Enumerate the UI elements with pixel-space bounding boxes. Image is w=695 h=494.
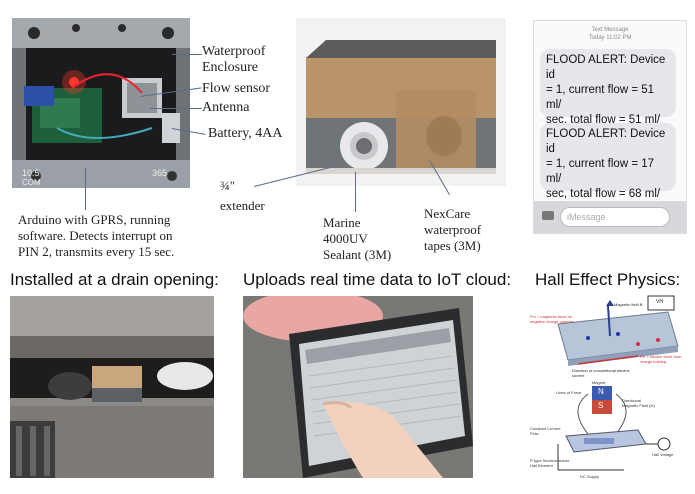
board-label-1: 10.5 <box>22 168 40 178</box>
tablet-photo <box>243 296 473 478</box>
magnet-south: S <box>598 401 604 410</box>
label-sealant: Marine 4000UV Sealant (3M) <box>323 215 391 263</box>
label-tape-line1: NexCare <box>424 206 471 221</box>
hall-label-magnet: Magnet <box>592 380 606 385</box>
hall-label-field: Directional Magnetic Field (H) <box>622 398 655 408</box>
label-waterproof: Waterproof <box>202 44 266 59</box>
phone-input-bar: iMessage <box>534 201 686 233</box>
label-antenna: Antenna <box>202 100 250 115</box>
hall-effect-diagram: N S Fm = magnetic force on negative char… <box>528 294 686 484</box>
msg1-line2: = 1, current flow = 51 ml/ <box>546 84 655 111</box>
caption-iot: Uploads real time data to IoT cloud: <box>243 270 512 289</box>
label-battery: Battery, 4AA <box>208 126 283 141</box>
board-label-3: 365 <box>152 168 168 178</box>
imessage-placeholder: iMessage <box>567 212 606 222</box>
label-sealant-line2: 4000UV <box>323 231 368 246</box>
imessage-input[interactable]: iMessage <box>560 207 670 227</box>
hall-label-ptype: P-type Semiconductor Hall Element <box>530 458 570 468</box>
hall-label-fe: FE = electric force from charge buildup. <box>640 354 682 364</box>
phone-header-time: Today 11:02 PM <box>588 35 632 41</box>
magnet-north: N <box>598 387 604 396</box>
label-tape-line2: waterproof <box>424 222 482 237</box>
pointer-line-antenna <box>150 108 202 109</box>
label-tape-line3: tapes (3M) <box>424 238 481 253</box>
tablet-photo-art <box>243 296 473 478</box>
hall-label-b: Magnetic field B <box>614 302 643 307</box>
arduino-caption: Arduino with GPRS, running software. Det… <box>18 212 174 260</box>
message-bubble-1: FLOOD ALERT: Device id = 1, current flow… <box>540 49 676 141</box>
hall-label-hallv: Hall Voltage <box>652 452 674 457</box>
pointer-line-enclosure <box>172 54 202 55</box>
hall-label-fm: Fm = magnetic force on negative charge c… <box>530 314 575 324</box>
msg2-line3: sec, total flow = 68 ml/ <box>546 188 661 200</box>
arduino-caption-line2: software. Detects interrupt on <box>18 228 173 243</box>
hall-label-current: Direction of conventional electric curre… <box>572 368 630 378</box>
label-extender: ¾" extender <box>220 178 265 214</box>
enclosure-photo-art <box>12 18 190 188</box>
label-extender-line1: ¾" <box>220 178 236 193</box>
label-tape: NexCare waterproof tapes (3M) <box>424 206 481 254</box>
enclosure-photo: 10.5 COM 365 <box>12 18 190 188</box>
hall-label-constant: Constant Current Flow <box>530 426 561 436</box>
label-sealant-line3: Sealant (3M) <box>323 247 392 262</box>
hall-label-vh: VH <box>656 299 663 305</box>
label-enclosure: Enclosure <box>202 60 258 75</box>
phone-header-title: Text Message <box>591 27 629 33</box>
label-sealant-line1: Marine <box>323 215 361 230</box>
message-bubble-2: FLOOD ALERT: Device id = 1, current flow… <box>540 123 676 215</box>
arduino-caption-line3: PIN 2, transmits every 15 sec. <box>18 244 175 259</box>
caption-hall: Hall Effect Physics: <box>535 270 681 289</box>
sealed-box-art <box>296 18 506 186</box>
drain-photo <box>10 296 214 478</box>
pointer-line-sealant <box>355 172 356 212</box>
camera-icon[interactable] <box>542 211 554 220</box>
msg2-line2: = 1, current flow = 17 ml/ <box>546 158 655 185</box>
label-flow-sensor: Flow sensor <box>202 81 271 96</box>
msg1-line1: FLOOD ALERT: Device id <box>546 54 666 81</box>
label-extender-line2: extender <box>220 198 265 213</box>
caption-drain: Installed at a drain opening: <box>10 270 219 289</box>
pointer-line-arduino <box>85 168 86 210</box>
msg2-line1: FLOOD ALERT: Device id <box>546 128 666 155</box>
drain-photo-art <box>10 296 214 478</box>
sealed-box-photo <box>296 18 506 186</box>
hall-label-lines: Lines of Force <box>556 390 582 395</box>
hall-effect-art <box>557 295 679 471</box>
hall-label-dc: DC Supply <box>580 474 600 479</box>
phone-screen: Text Message Today 11:02 PM FLOOD ALERT:… <box>533 20 687 234</box>
board-label-2: COM <box>22 178 41 187</box>
arduino-caption-line1: Arduino with GPRS, running <box>18 212 171 227</box>
